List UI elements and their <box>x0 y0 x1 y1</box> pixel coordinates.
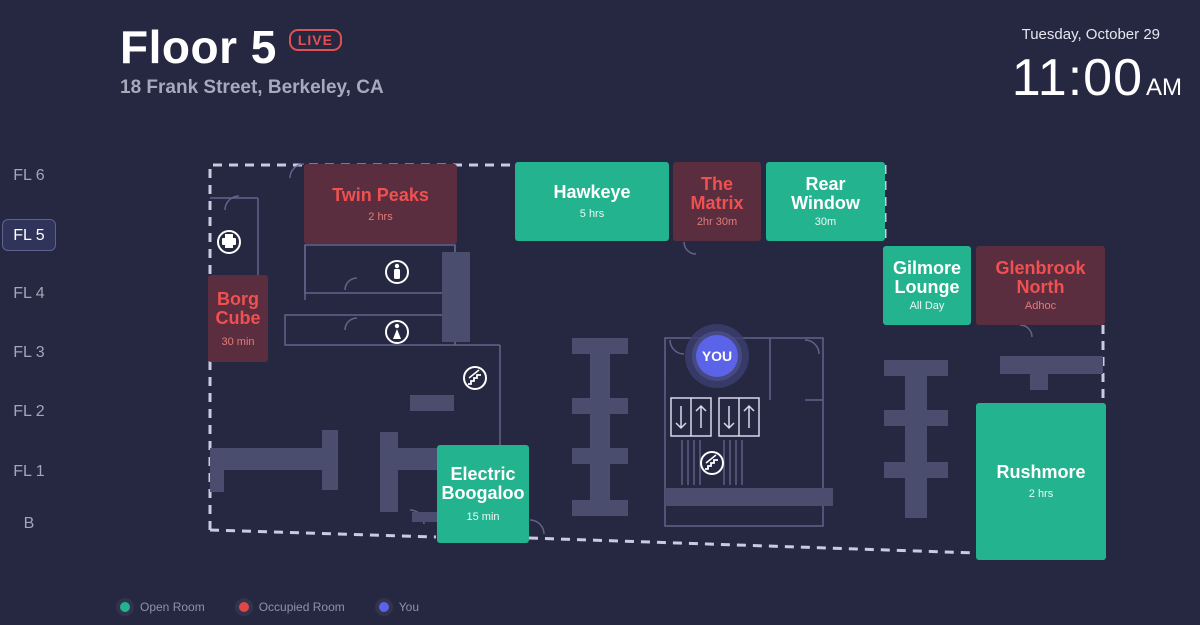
room-duration: 30m <box>814 216 837 228</box>
room-name: Twin Peaks <box>332 184 429 205</box>
floor-item-fl6[interactable]: FL 6 <box>13 167 45 184</box>
elevator-bank <box>670 397 760 437</box>
floor-item-fl4[interactable]: FL 4 <box>13 285 45 302</box>
room-name: Electric Boogaloo <box>441 464 525 503</box>
room-gilmore-lounge[interactable]: Gilmore Lounge All Day <box>883 246 971 325</box>
address: 18 Frank Street, Berkeley, CA <box>120 77 384 98</box>
clock-time: 11:00 <box>1011 49 1143 107</box>
date-label: Tuesday, October 29 <box>1021 26 1160 43</box>
room-duration: 30 min <box>221 335 255 348</box>
legend: Open Room Occupied Room You <box>120 600 453 614</box>
room-duration: 15 min <box>466 511 500 523</box>
header-title: Floor 5 LIVE <box>120 20 342 74</box>
room-glenbrook-north[interactable]: Glenbrook North Adhoc <box>976 246 1105 325</box>
room-name: Rear Window <box>791 174 860 213</box>
legend-item-open: Open Room <box>120 600 205 614</box>
desk-clusters <box>210 252 1103 522</box>
room-name: Rushmore <box>996 462 1086 482</box>
open-dot-icon <box>120 602 130 612</box>
mens-restroom-icon <box>385 260 409 284</box>
stairs-icon <box>463 366 487 390</box>
room-name: Hawkeye <box>553 182 631 202</box>
room-duration: 5 hrs <box>579 208 605 220</box>
room-duration: All Day <box>909 300 945 312</box>
clock: 11:00 AM <box>1012 48 1182 108</box>
walls <box>210 163 1033 535</box>
legend-label: You <box>398 600 419 614</box>
room-duration: 2 hrs <box>1028 488 1054 500</box>
room-borg-cube[interactable]: Borg Cube 30 min <box>208 275 268 362</box>
floor-item-basement[interactable]: B <box>23 515 35 532</box>
room-duration: 2 hrs <box>368 210 393 223</box>
printer-icon <box>217 230 241 254</box>
floor-item-fl2[interactable]: FL 2 <box>13 403 45 420</box>
occupied-dot-icon <box>238 602 249 612</box>
stairs-icon <box>700 451 724 475</box>
you-marker-label: YOU <box>701 348 733 364</box>
live-badge: LIVE <box>288 29 342 51</box>
clock-ampm: AM <box>1146 74 1182 101</box>
you-marker: YOU <box>696 335 738 377</box>
room-duration: Adhoc <box>1024 300 1057 312</box>
room-rear-window[interactable]: Rear Window 30m <box>766 162 885 241</box>
room-electric-boogaloo[interactable]: Electric Boogaloo 15 min <box>437 445 529 543</box>
room-hawkeye[interactable]: Hawkeye 5 hrs <box>515 162 669 241</box>
womens-restroom-icon <box>385 320 409 344</box>
stair-hatching <box>681 440 743 485</box>
room-twin-peaks[interactable]: Twin Peaks 2 hrs <box>304 164 457 244</box>
floor-item-fl1[interactable]: FL 1 <box>13 463 45 480</box>
room-rushmore[interactable]: Rushmore 2 hrs <box>976 403 1106 560</box>
legend-item-occupied: Occupied Room <box>238 600 345 614</box>
legend-item-you: You <box>378 600 419 614</box>
room-name: Glenbrook North <box>995 258 1086 297</box>
room-duration: 2hr 30m <box>696 216 738 228</box>
floor-item-fl3[interactable]: FL 3 <box>13 344 45 361</box>
room-name: The Matrix <box>690 174 744 213</box>
legend-label: Occupied Room <box>258 600 345 614</box>
legend-label: Open Room <box>140 600 205 614</box>
floor-item-fl5[interactable]: FL 5 <box>2 219 56 251</box>
room-name: Gilmore Lounge <box>892 258 962 297</box>
page-title: Floor 5 <box>120 21 277 73</box>
room-the-matrix[interactable]: The Matrix 2hr 30m <box>673 162 761 241</box>
room-name: Borg Cube <box>215 288 261 328</box>
you-dot-icon <box>378 602 389 612</box>
